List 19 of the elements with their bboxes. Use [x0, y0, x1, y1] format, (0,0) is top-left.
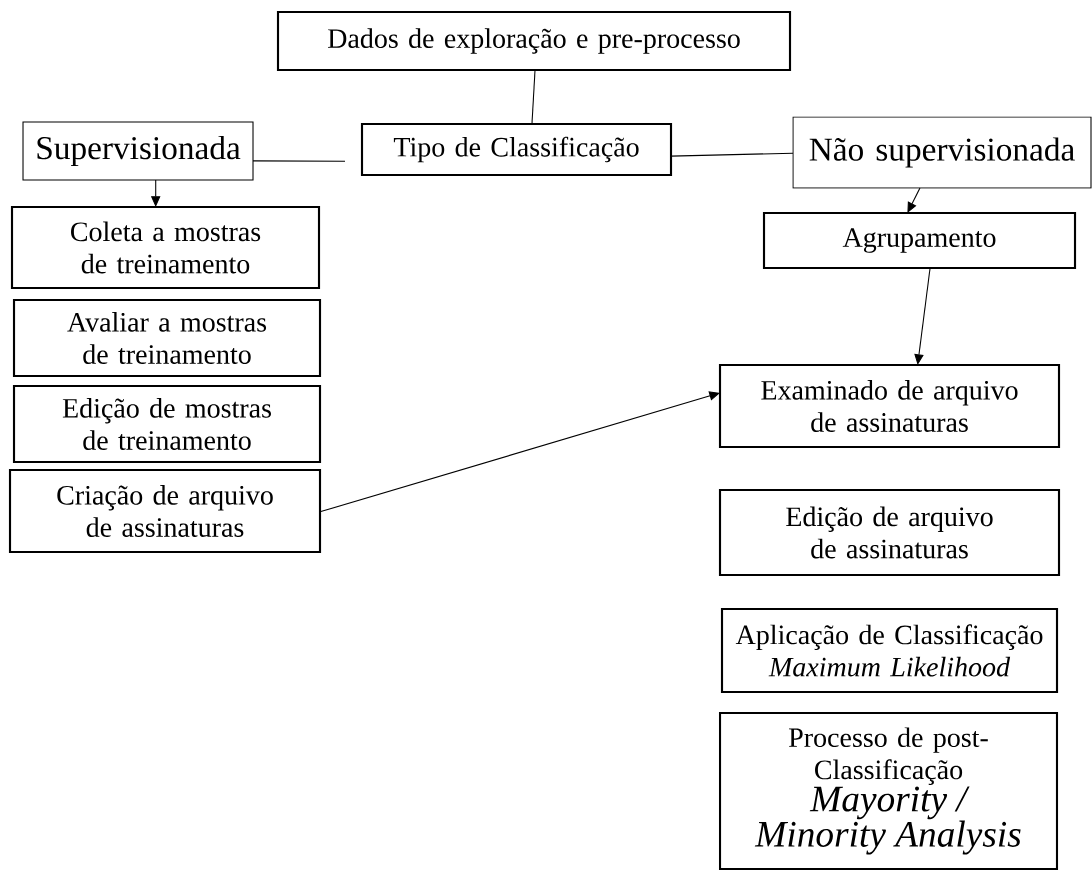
process-box: Supervisionada — [22, 121, 254, 181]
connector-line — [670, 152, 794, 157]
connector-line — [252, 160, 346, 162]
arrow — [319, 391, 720, 513]
process-box: Coleta a mostras de treinamento — [10, 205, 321, 290]
process-box: Não supervisionada — [792, 116, 1092, 189]
connector-line — [531, 69, 536, 125]
arrow — [914, 267, 931, 365]
arrow — [907, 187, 921, 213]
process-box: Criação de arquivo de assinaturas — [8, 468, 322, 554]
process-box: Examinado de arquivo de assinaturas — [718, 363, 1061, 449]
process-box: Avaliar a mostras de treinamento — [12, 298, 322, 378]
process-box: Processo de post-Classificação Mayority / Minority Analysis — [718, 711, 1059, 870]
process-box: Dados de exploração e pre-processo — [276, 10, 792, 72]
process-box: Edição de arquivo de assinaturas — [718, 488, 1061, 577]
process-box: Edição de mostras de treinamento — [12, 384, 322, 464]
process-box: Agrupamento — [762, 211, 1077, 270]
process-box: Tipo de Classificação — [360, 122, 673, 177]
process-box: Aplicação de Classificação Maximum Likelihood — [720, 607, 1059, 694]
